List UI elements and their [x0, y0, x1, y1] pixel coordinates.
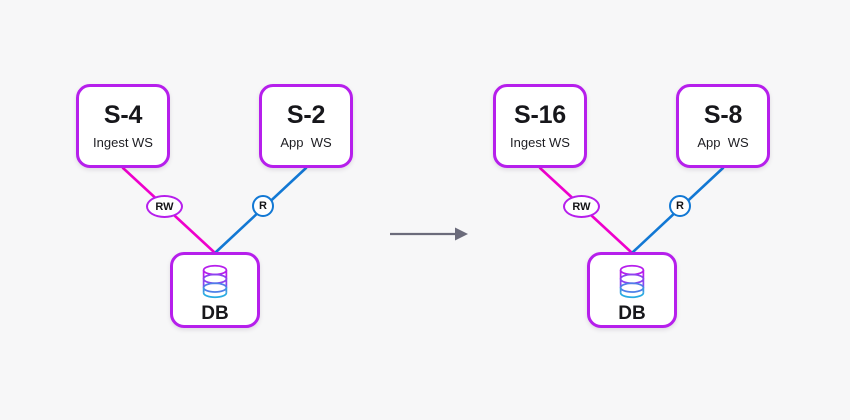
- node-subtitle: App WS: [697, 135, 749, 151]
- edge-badge-label: RW: [155, 200, 174, 213]
- node-app-ws-before[interactable]: S-2 App WS: [259, 84, 353, 168]
- database-icon: [202, 264, 228, 299]
- node-db-after[interactable]: DB: [587, 252, 677, 328]
- node-app-ws-after[interactable]: S-8 App WS: [676, 84, 770, 168]
- node-subtitle: Ingest WS: [93, 135, 153, 151]
- node-title: S-8: [703, 100, 743, 129]
- node-title: DB: [618, 303, 646, 324]
- node-db-before[interactable]: DB: [170, 252, 260, 328]
- edge-badge-label: RW: [572, 200, 591, 213]
- edge-badge-label: R: [259, 200, 267, 212]
- node-title: S-4: [103, 100, 143, 129]
- edge-badge-rw-after[interactable]: RW: [563, 195, 600, 218]
- edge-badge-label: R: [676, 200, 684, 212]
- edge-badge-rw-before[interactable]: RW: [146, 195, 183, 218]
- node-title: DB: [201, 303, 229, 324]
- node-subtitle: App WS: [280, 135, 332, 151]
- edge-badge-r-before[interactable]: R: [252, 195, 274, 217]
- node-title: S-16: [513, 100, 566, 129]
- node-subtitle: Ingest WS: [510, 135, 570, 151]
- edge-badge-r-after[interactable]: R: [669, 195, 691, 217]
- node-ingest-ws-after[interactable]: S-16 Ingest WS: [493, 84, 587, 168]
- node-ingest-ws-before[interactable]: S-4 Ingest WS: [76, 84, 170, 168]
- database-icon: [619, 264, 645, 299]
- node-title: S-2: [286, 100, 326, 129]
- scaling-arrow-icon: [390, 227, 468, 241]
